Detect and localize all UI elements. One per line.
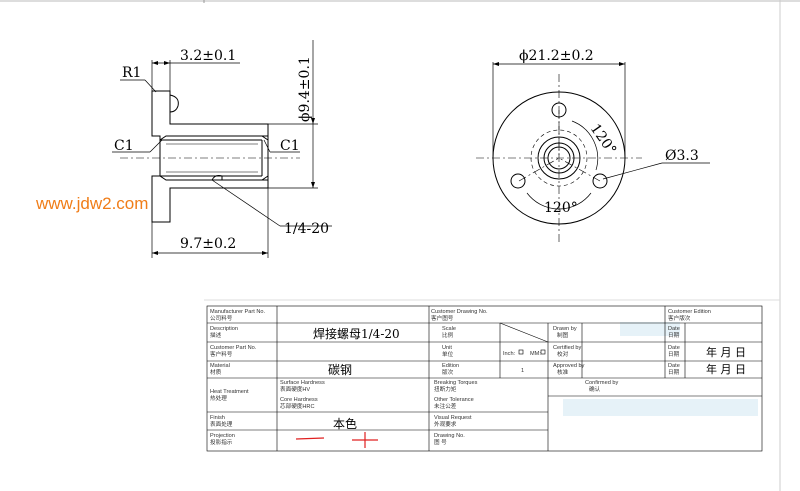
section-upper (151, 90, 269, 141)
tb-date2-cn: 日期 (668, 351, 680, 358)
tb-date-en: Date (668, 326, 680, 332)
projection-symbol (295, 432, 378, 448)
angle-bottom: 120° (544, 200, 578, 216)
tb-finish-value: 本色 (333, 417, 357, 431)
tb-drawn-by-cn: 制图 (557, 331, 569, 339)
dim-flange-diameter: ϕ21.2±0.2 (519, 48, 594, 64)
tb-unit-mm: MM: (530, 351, 541, 357)
tb-edition-value: 1 (521, 368, 524, 374)
tb-customer-part-no-cn: 客户料号 (210, 350, 233, 358)
radius-label: R1 (122, 65, 141, 81)
tb-approved-by-en: Approved by (553, 363, 585, 369)
tb-other-tolerance-en: Other Tolerance (434, 397, 474, 403)
tb-drawing-no-en: Drawing No. (434, 433, 465, 439)
tb-breaking-torque-cn: 扭断力矩 (434, 385, 457, 393)
tb-material-value: 碳钢 (328, 363, 352, 377)
tb-date3-en: Date (668, 363, 680, 369)
tb-certified-by-cn: 校对 (557, 350, 569, 358)
tb-core-hardness-en: Core Hardness (280, 397, 318, 403)
tb-projection-cn: 投影指示 (210, 438, 233, 446)
tb-visual-request-cn: 外观要求 (434, 420, 457, 428)
tb-edition-en: Edition (442, 363, 459, 369)
tb-date-cn: 日期 (668, 332, 680, 339)
tb-edition-cn: 版次 (442, 368, 454, 376)
tb-breaking-torque-en: Breaking Torques (434, 380, 478, 386)
tb-scale-cn: 比例 (442, 331, 454, 339)
tb-other-tolerance-cn: 未注公差 (434, 402, 457, 410)
tb-confirmed-by-cn: 确认 (589, 385, 601, 393)
tb-description-value: 焊接螺母1/4-20 (313, 326, 400, 341)
dim-flange-thickness: 3.2±0.1 (180, 48, 236, 64)
tb-manufacturer-part-no-en: Manufacturer Part No. (210, 309, 265, 315)
tb-unit-inch: Inch: (503, 351, 516, 357)
dim-length: 9.7±0.2 (180, 236, 236, 252)
tb-visual-request-en: Visual Request (434, 415, 472, 421)
dim-outer-diameter: ϕ9.4±0.1 (297, 56, 313, 122)
tb-heat-treatment-cn: 热处理 (210, 394, 227, 402)
tb-manufacturer-part-no-cn: 公司料号 (210, 314, 233, 322)
tb-surface-hardness-en: Surface Hardness (280, 380, 325, 386)
front-view: ϕ21.2±0.2 120° 120° Ø3.3 (476, 48, 710, 242)
tb-approved-by-cn: 核准 (557, 368, 569, 376)
tb-core-hardness-cn: 芯部硬度HRC (280, 402, 315, 410)
tb-finish-cn: 表面处理 (210, 420, 233, 428)
tb-drawn-by-en: Drawn by (553, 326, 577, 332)
title-block: Manufacturer Part No. 公司料号 Customer Draw… (204, 299, 780, 452)
tb-date3-cn: 日期 (668, 369, 680, 376)
watermark: www.jdw2.com (35, 194, 148, 213)
tb-customer-edition-en: Customer Edition (668, 309, 711, 315)
tb-material-cn: 材质 (210, 368, 222, 376)
tb-material-en: Material (210, 363, 230, 369)
tb-drawing-no-cn: 图 号 (434, 438, 447, 446)
side-view: 3.2±0.1 R1 C1 C1 ϕ9.4±0.1 9.7±0.2 1/4-20 (112, 40, 332, 258)
tb-projection-en: Projection (210, 433, 235, 439)
tb-date2-en: Date (668, 345, 680, 351)
tb-date3-value: 年 月 日 (706, 362, 746, 376)
hole-diameter: Ø3.3 (665, 148, 699, 164)
angle-top: 120° (587, 121, 619, 158)
chamfer-left-label: C1 (114, 138, 134, 154)
tb-description-cn: 描述 (210, 331, 222, 339)
tb-date2-value: 年 月 日 (706, 345, 746, 359)
tb-customer-part-no-en: Customer Part No. (210, 345, 257, 351)
chamfer-right-label: C1 (280, 138, 300, 154)
tb-heat-treatment-en: Heat Treatment (210, 389, 249, 395)
tb-surface-hardness-cn: 表面硬度HV (280, 385, 310, 393)
tb-description-en: Description (210, 326, 238, 332)
tb-scale-en: Scale (442, 326, 456, 332)
tb-unit-cn: 单位 (442, 350, 454, 358)
tb-finish-en: Finish (210, 415, 225, 421)
tb-customer-drawing-no-en: Customer Drawing No. (431, 309, 488, 315)
tb-unit-en: Unit (442, 345, 452, 351)
tb-confirmed-by-en: Confirmed by (585, 380, 618, 386)
tb-customer-edition-cn: 客户版次 (668, 314, 691, 322)
tb-customer-drawing-no-cn: 客户图号 (431, 314, 454, 322)
tb-certified-by-en: Certified by (553, 345, 581, 351)
thread-label: 1/4-20 (284, 221, 329, 237)
section-lower (151, 175, 269, 223)
